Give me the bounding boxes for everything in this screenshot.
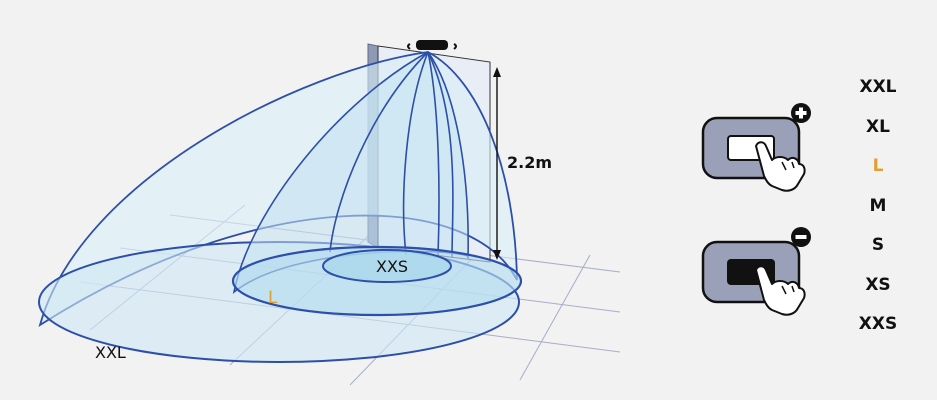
zone-label-xxl: XXL bbox=[95, 343, 126, 362]
size-option-xs[interactable]: XS bbox=[865, 274, 891, 295]
pointing-hand-icon bbox=[755, 141, 806, 192]
pointing-hand-icon bbox=[755, 265, 806, 316]
size-option-xxl[interactable]: XXL bbox=[859, 77, 897, 97]
size-option-m[interactable]: M bbox=[869, 195, 887, 216]
plus-icon bbox=[791, 103, 811, 123]
minus-icon bbox=[791, 227, 811, 247]
zone-label-l: L bbox=[268, 288, 278, 308]
floor-ellipse-xxs bbox=[322, 249, 452, 283]
size-option-s[interactable]: S bbox=[871, 235, 885, 255]
cone-s bbox=[402, 51, 440, 257]
size-option-l[interactable]: L bbox=[872, 156, 884, 176]
cone-m bbox=[329, 51, 454, 259]
height-label: 2.2m bbox=[507, 153, 552, 172]
decrease-range-button[interactable] bbox=[700, 222, 815, 322]
increase-range-button[interactable] bbox=[700, 98, 815, 198]
size-option-xl[interactable]: XL bbox=[866, 116, 890, 137]
size-option-xxs[interactable]: XXS bbox=[858, 314, 898, 334]
zone-label-xxs: XXS bbox=[376, 257, 408, 276]
height-dimension-arrow bbox=[493, 67, 501, 260]
sensor-device bbox=[407, 40, 457, 50]
